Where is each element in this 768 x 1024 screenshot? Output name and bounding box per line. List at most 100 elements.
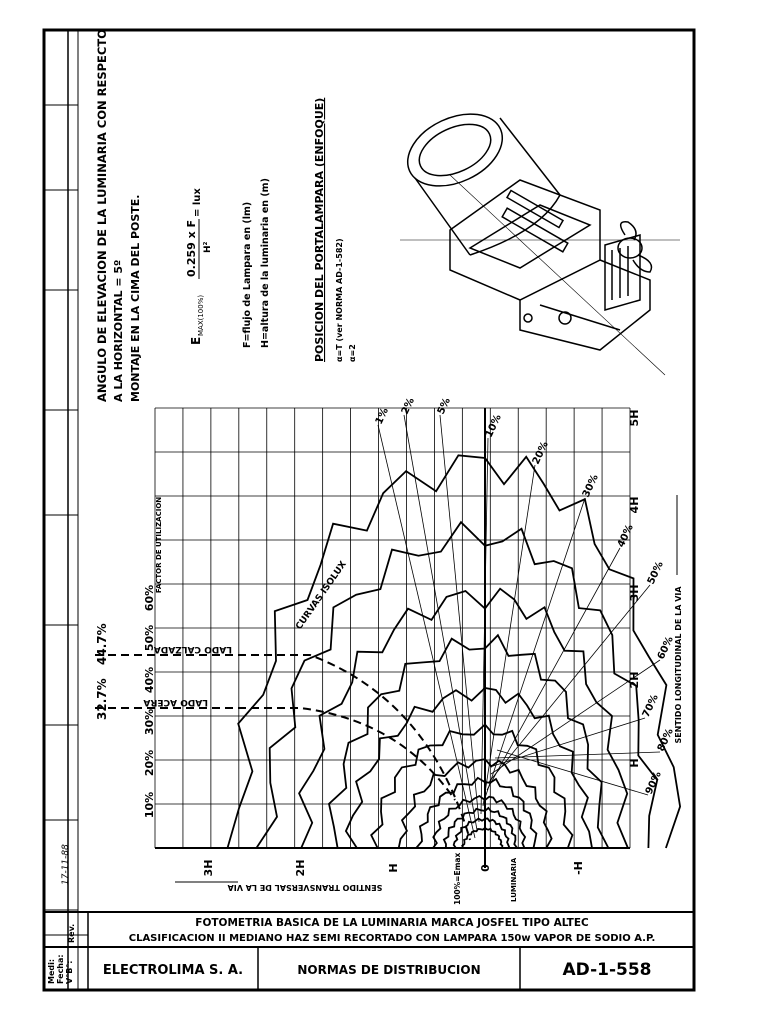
document-code: AD-1-558 (562, 960, 651, 980)
chart-grid (154, 407, 631, 868)
transversal-tick: H (387, 863, 400, 872)
position-line1: α=T (ver NORMA AD-1-582) (335, 238, 344, 362)
position-title: POSICION DEL PORTALAMPARA (ENFOQUE) (313, 98, 326, 362)
side-label-medi: Medi: (47, 959, 56, 984)
isolux-percent-group: 10% (484, 413, 504, 439)
formula-denominator: H² (203, 241, 213, 253)
leader-line (377, 424, 476, 839)
acera-percent-group: 32.7% (95, 678, 109, 720)
rev-label: Rev. (67, 924, 76, 943)
isolux-curve (432, 794, 527, 849)
acera-label: LADO ACERA (143, 697, 208, 707)
isolux-percent: 40% (616, 523, 636, 549)
isolux-curve (397, 758, 553, 849)
formula-lhs: E (189, 337, 203, 345)
calzada-dashed-line (95, 654, 471, 841)
calzada-label: LADO CALZADA (154, 644, 232, 654)
isolux-curve (370, 723, 574, 849)
leader-line (439, 414, 480, 823)
side-label-fecha: Fecha: (56, 954, 65, 984)
isolux-percent-group: 90% (644, 770, 664, 796)
utilization-tick: 50% (143, 625, 156, 651)
longitudinal-tick: 2H (628, 672, 641, 689)
transversal-tick-label: 0 (479, 864, 492, 872)
leader-line (494, 751, 661, 759)
leader-line (490, 659, 661, 775)
utilization-tick-label: 30% (143, 709, 156, 735)
transversal-tick: 3H (202, 860, 215, 877)
utilization-tick: 30% (143, 709, 156, 735)
transversal-tick-label: 3H (202, 860, 215, 877)
side-label-vb: V°B°: (65, 961, 74, 985)
position-line2: α=2 (348, 344, 357, 362)
revision-date: 17-11-88 (61, 844, 71, 885)
utilization-tick: 40% (143, 667, 156, 693)
calzada-percent-group: 44.7% (95, 623, 109, 665)
leader-line (484, 497, 586, 799)
revision-strip (44, 30, 79, 990)
utilization-tick-label: 40% (143, 667, 156, 693)
isolux-percent: 20% (531, 440, 551, 466)
longitudinal-caption: SENTIDO LONGITUDINAL DE LA VIA (674, 586, 683, 744)
longitudinal-tick: 3H (628, 585, 641, 602)
isolux-curve (452, 817, 511, 849)
utilization-tick: 10% (143, 792, 156, 818)
leader-line (492, 717, 646, 767)
isolux-percent-group: 20% (531, 440, 551, 466)
isolux-percent: 90% (644, 770, 664, 796)
isolux-percent: 2% (400, 396, 417, 416)
title-line-1: FOTOMETRIA BASICA DE LA LUMINARIA MARCA … (195, 917, 589, 929)
leader-line (488, 584, 651, 783)
isolux-curve (328, 633, 610, 849)
longitudinal-tick-label: H (628, 758, 641, 767)
isolux-percent: 70% (641, 693, 661, 719)
emax-label: 100%=Emax (453, 853, 462, 905)
standard-name: NORMAS DE DISTRIBUCION (297, 963, 480, 977)
mounting-note: MONTAJE EN LA CIMA DEL POSTE. (129, 195, 142, 402)
isolux-curve (442, 806, 518, 849)
longitudinal-tick: 4H (628, 497, 641, 514)
isolux-percent-group: 30% (581, 473, 601, 499)
utilization-tick-label: 10% (143, 792, 156, 818)
utilization-tick-label: 20% (143, 750, 156, 776)
utilization-tick: 60% (143, 585, 156, 611)
longitudinal-tick: H (628, 758, 641, 767)
isolux-leader-lines (377, 414, 661, 839)
title-block: FOTOMETRIA BASICA DE LA LUMINARIA MARCA … (44, 911, 694, 990)
isolux-curves (95, 454, 682, 849)
isolux-curve (226, 454, 682, 849)
sheet-border (42, 28, 696, 992)
flux-note: F=flujo de Lampara en (lm) (242, 202, 253, 348)
longitudinal-tick-label: 2H (628, 672, 641, 689)
isolux-curve (415, 776, 538, 849)
transversal-tick: 2H (294, 860, 307, 877)
title-line-2: CLASIFICACION II MEDIANO HAZ SEMI RECORT… (129, 933, 656, 944)
isolux-percent: 1% (374, 406, 391, 426)
transversal-caption: SENTIDO TRANSVERSAL DE LA VIA (227, 883, 383, 892)
acera-percent: 32.7% (95, 678, 109, 720)
calzada-label-group: LADO CALZADA (154, 644, 232, 654)
isolux-percent-group: 50% (646, 560, 666, 586)
calzada-percent: 44.7% (95, 623, 109, 665)
acera-dashed-line (95, 707, 456, 801)
isolux-curve (344, 687, 593, 849)
company-name: ELECTROLIMA S. A. (103, 963, 243, 978)
utilization-title: FACTOR DE UTILIZACION (155, 497, 163, 593)
isolux-percent-group: 70% (641, 693, 661, 719)
utilization-tick-label: 50% (143, 625, 156, 651)
isolux-curve (255, 520, 659, 849)
leader-line (482, 464, 536, 807)
emax-label-group: 100%=Emax (453, 853, 462, 905)
transversal-tick-label: H (387, 863, 400, 872)
isolux-curve (460, 826, 504, 849)
isolux-percent: 10% (484, 413, 504, 439)
isolux-percent: 5% (436, 396, 453, 416)
transversal-tick: 0 (479, 864, 492, 872)
luminaire-illustration (400, 113, 680, 376)
isolux-percent: 60% (656, 635, 676, 661)
longitudinal-caption-group: SENTIDO LONGITUDINAL DE LA VIA (674, 586, 683, 744)
isolux-percent-group: 60% (656, 635, 676, 661)
luminaria-label-group: LUMINARIA (510, 857, 518, 902)
